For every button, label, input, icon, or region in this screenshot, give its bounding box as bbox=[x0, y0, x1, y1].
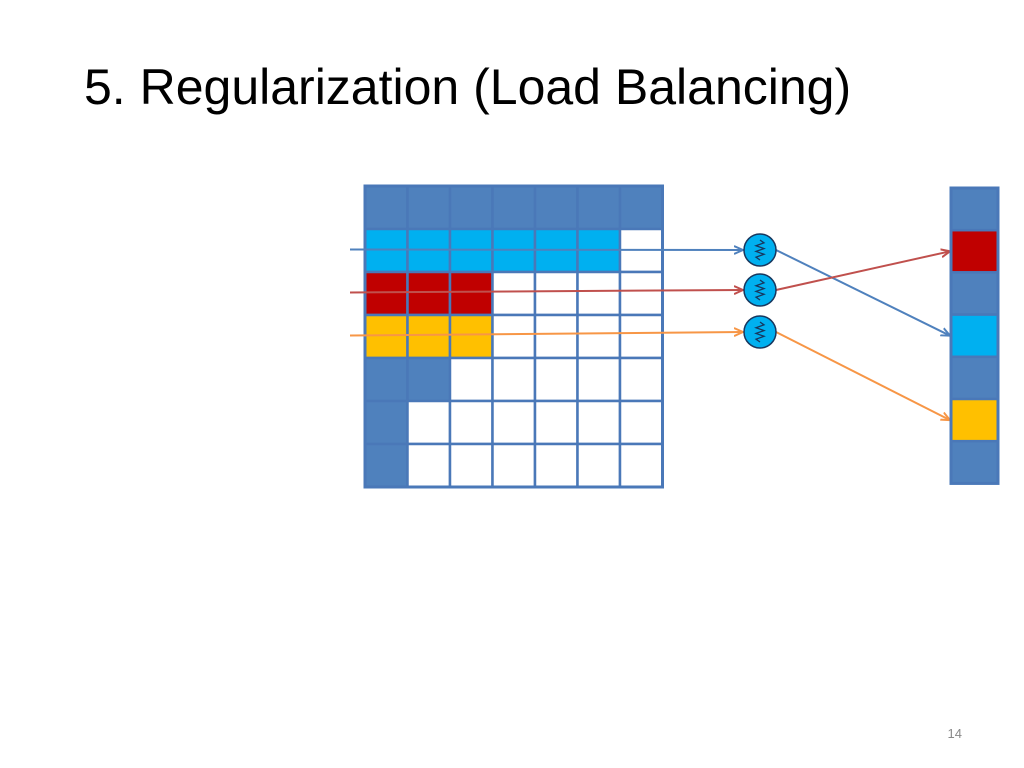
matrix-cell bbox=[363, 270, 409, 317]
matrix-cell bbox=[406, 442, 452, 489]
processing-nodes bbox=[743, 233, 777, 349]
matrix-cell bbox=[406, 313, 452, 360]
matrix-cell bbox=[406, 270, 452, 317]
vector-cell bbox=[949, 355, 1000, 401]
matrix-cell bbox=[448, 184, 494, 231]
arrow-node-to-vector-cyan bbox=[775, 249, 950, 336]
matrix-cell bbox=[576, 270, 622, 317]
matrix-cell bbox=[406, 399, 452, 446]
matrix-cell bbox=[491, 442, 537, 489]
arrow-row-red-to-node bbox=[349, 290, 743, 293]
matrix-row bbox=[363, 399, 664, 446]
arrows bbox=[349, 249, 950, 421]
matrix-cell bbox=[491, 184, 537, 231]
processing-node bbox=[743, 233, 777, 267]
matrix-cell bbox=[406, 184, 452, 231]
matrix-cell bbox=[363, 356, 409, 403]
matrix-cell bbox=[363, 442, 409, 489]
matrix-cell bbox=[448, 313, 494, 360]
matrix-cell bbox=[491, 270, 537, 317]
arrow-row-cyan-to-node bbox=[349, 250, 743, 251]
matrix-cell bbox=[491, 313, 537, 360]
arrow-node-to-vector-yellow bbox=[775, 331, 950, 420]
matrix-cell bbox=[533, 313, 579, 360]
vector-cell bbox=[949, 228, 1000, 274]
resistor-icon bbox=[754, 239, 766, 261]
matrix-cell bbox=[618, 313, 664, 360]
matrix-cell bbox=[363, 399, 409, 446]
resistor-icon bbox=[754, 321, 766, 343]
vector-cell bbox=[949, 271, 1000, 316]
matrix-cell bbox=[448, 356, 494, 403]
matrix-cell bbox=[618, 270, 664, 317]
matrix-cell bbox=[618, 184, 664, 231]
matrix-row bbox=[363, 442, 664, 489]
arrow-node-to-vector-red bbox=[775, 251, 950, 291]
matrix-cell bbox=[363, 313, 409, 360]
vector-border bbox=[949, 186, 1000, 485]
processing-node bbox=[743, 273, 777, 307]
processing-node bbox=[743, 315, 777, 349]
matrix-cell bbox=[618, 399, 664, 446]
matrix-border bbox=[363, 184, 664, 489]
vector-cell bbox=[949, 313, 1000, 359]
matrix-cell bbox=[576, 442, 622, 489]
matrix-cell bbox=[533, 184, 579, 231]
matrix-cell bbox=[448, 270, 494, 317]
slide-title: 5. Regularization (Load Balancing) bbox=[84, 59, 852, 115]
matrix-cell bbox=[618, 356, 664, 403]
matrix-cell bbox=[533, 356, 579, 403]
matrix-cell bbox=[363, 184, 409, 231]
matrix-cell bbox=[576, 184, 622, 231]
matrix-cell bbox=[448, 442, 494, 489]
matrix-cell bbox=[576, 356, 622, 403]
matrix-row bbox=[363, 356, 664, 403]
matrix-cell bbox=[533, 399, 579, 446]
vector-cell bbox=[949, 439, 1000, 485]
matrix-row bbox=[363, 184, 664, 231]
arrow-row-yellow-to-node bbox=[349, 332, 743, 336]
matrix-row bbox=[363, 270, 664, 317]
matrix-row bbox=[363, 313, 664, 360]
matrix-cell bbox=[491, 356, 537, 403]
vector-cell bbox=[949, 186, 1000, 232]
matrix-cell bbox=[576, 313, 622, 360]
matrix-cell bbox=[491, 399, 537, 446]
sparse-matrix bbox=[363, 184, 664, 489]
matrix-cell bbox=[618, 442, 664, 489]
matrix-cell bbox=[448, 399, 494, 446]
matrix-cell bbox=[533, 270, 579, 317]
matrix-cell bbox=[406, 356, 452, 403]
resistor-icon bbox=[754, 279, 766, 301]
vector-cell bbox=[949, 397, 1000, 443]
matrix-cell bbox=[576, 399, 622, 446]
output-vector bbox=[949, 186, 1000, 485]
matrix-cell bbox=[533, 442, 579, 489]
page-number: 14 bbox=[947, 726, 962, 741]
